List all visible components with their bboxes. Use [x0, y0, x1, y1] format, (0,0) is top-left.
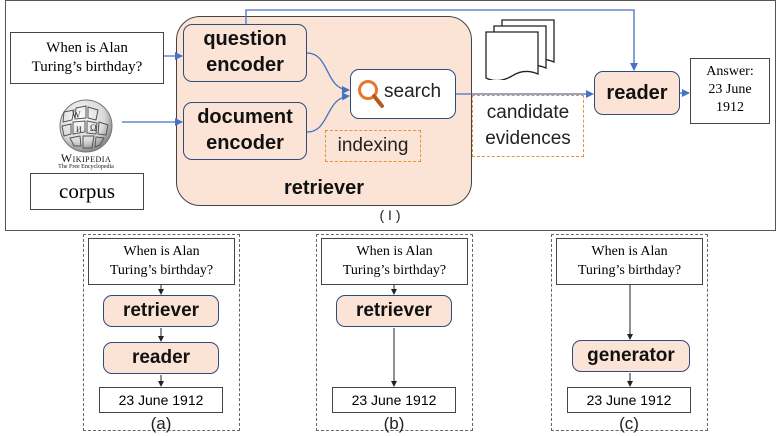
indexing-label: indexing — [325, 130, 421, 162]
question-encoder: question encoder — [183, 24, 307, 82]
reader-module: reader — [594, 71, 680, 115]
arrow-qenc-to-search — [306, 52, 350, 94]
panel-a-question-line-2: Turing’s birthday? — [109, 263, 214, 278]
panel-b-retriever: retriever — [336, 295, 452, 327]
search-label: search — [384, 81, 442, 102]
panel-c-question-line-1: When is Alan — [591, 244, 668, 259]
question-line-1: When is Alan — [46, 40, 128, 56]
question-encoder-line-1: question — [203, 28, 287, 50]
answer-line-2: 23 June — [708, 82, 752, 97]
wikipedia-subtitle: The Free Encyclopedia — [58, 164, 114, 170]
panel-b-question-line-2: Turing’s birthday? — [342, 263, 447, 278]
panel-b-question-line-1: When is Alan — [356, 244, 433, 259]
wikipedia-logo: W Ω И — [50, 98, 122, 154]
panel-a-question: When is Alan Turing’s birthday? — [88, 238, 235, 285]
wikipedia-wordmark: Wikipedia — [38, 151, 134, 166]
svg-text:W: W — [72, 110, 81, 120]
question-line-2: Turing’s birthday? — [31, 59, 143, 75]
panel-a-caption: (a) — [150, 414, 172, 433]
panel-a-question-line-1: When is Alan — [123, 244, 200, 259]
panel-a-retriever: retriever — [103, 295, 219, 327]
document-encoder-line-1: document — [197, 106, 293, 128]
panel-b-question: When is Alan Turing’s birthday? — [321, 238, 468, 285]
documents-stack-icon — [484, 18, 556, 82]
panel-c-question-line-2: Turing’s birthday? — [577, 263, 682, 278]
arrow-denc-to-search — [306, 92, 350, 133]
main-diagram-frame — [5, 0, 776, 231]
panel-a-reader: reader — [103, 342, 219, 374]
magnifier-icon — [358, 80, 384, 108]
document-encoder-line-2: encoder — [206, 132, 284, 154]
question-box: When is Alan Turing’s birthday? — [10, 32, 164, 84]
candidate-line-2: evidences — [485, 128, 571, 149]
wikipedia-title: Wikipedia — [60, 151, 112, 165]
document-encoder: document encoder — [183, 102, 307, 160]
wikipedia-globe-icon: W Ω И — [59, 99, 113, 153]
search-box: search — [350, 69, 456, 119]
candidate-evidences: candidate evidences — [472, 95, 584, 157]
main-caption: ( I ) — [379, 207, 401, 223]
panel-b-answer: 23 June 1912 — [332, 387, 456, 413]
panel-a-answer: 23 June 1912 — [99, 387, 223, 413]
panel-c-generator: generator — [572, 340, 690, 372]
candidate-line-1: candidate — [486, 102, 570, 123]
panel-c-caption: (c) — [619, 414, 639, 433]
panel-a — [83, 234, 240, 431]
panel-c — [551, 234, 708, 431]
retriever-label: retriever — [283, 177, 365, 199]
question-encoder-line-2: encoder — [206, 54, 284, 76]
answer-box: Answer: 23 June 1912 — [690, 58, 770, 124]
answer-line-3: 1912 — [716, 100, 744, 115]
panel-b — [316, 234, 473, 431]
arrow-question-to-reader — [245, 9, 638, 71]
svg-text:И: И — [76, 125, 82, 134]
panel-c-question: When is Alan Turing’s birthday? — [556, 238, 703, 285]
answer-line-1: Answer: — [706, 64, 754, 79]
panel-c-answer: 23 June 1912 — [567, 387, 691, 413]
panel-b-caption: (b) — [383, 414, 405, 433]
svg-text:Ω: Ω — [90, 123, 97, 133]
corpus-box: corpus — [30, 173, 144, 210]
